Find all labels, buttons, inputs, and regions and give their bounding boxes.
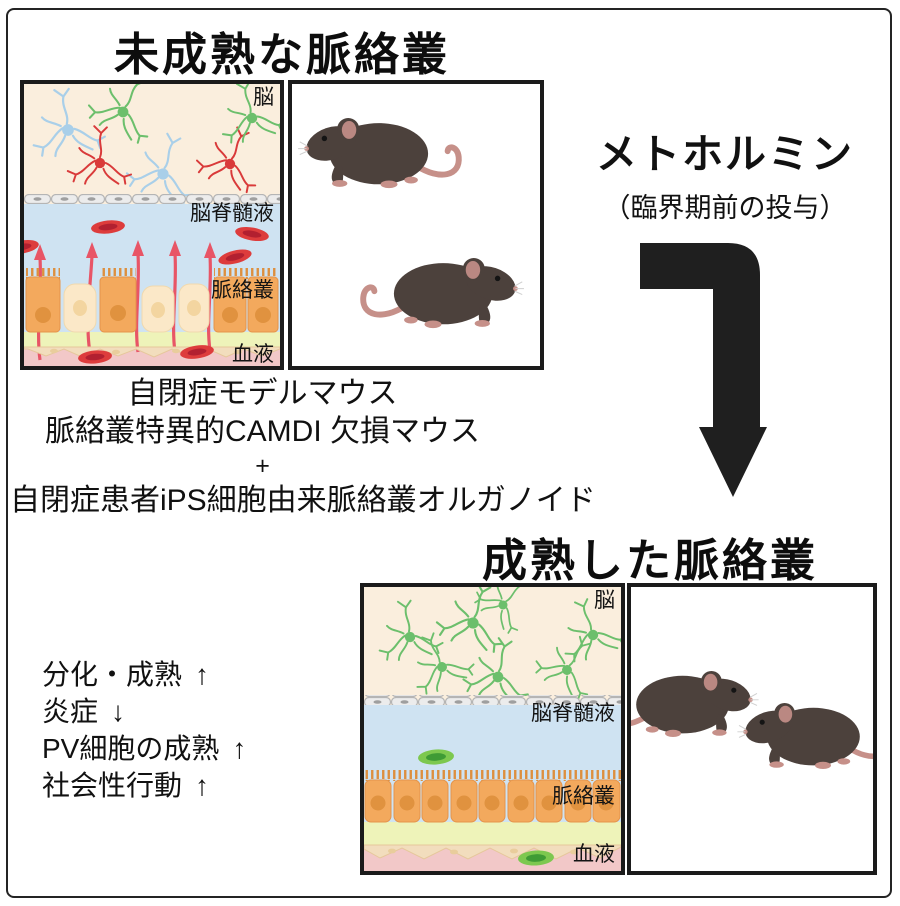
outcome-label: 社会性行動 [42,770,183,801]
mature-layers-illustration: 脳 脳脊髄液 脈絡叢 血液 [364,587,621,871]
model-description: 自閉症モデルマウス 脈絡叢特異的CAMDI 欠損マウス + 自閉症患者iPS細胞… [10,375,596,520]
metformin-subtitle: （臨界期前の投与） [603,193,847,223]
outcome-label: 炎症 [42,696,99,727]
up-arrow-icon: ↑ [195,659,210,690]
mouse-illustration [737,703,873,769]
stromal-nuclei [388,848,578,855]
outer-frame [6,8,892,898]
plexus-label: 脈絡叢 [552,785,615,808]
model-line-3: 自閉症患者iPS細胞由来脈絡叢オルガノイド [10,484,596,517]
mouse-illustration [298,118,459,188]
treatment-arrow [640,243,767,497]
mouse-illustration [631,671,759,737]
ependymal-cells [24,194,280,204]
microvilli [26,268,60,279]
outcome-social-behavior: 社会性行動 ↑ [42,767,246,804]
blood-label: 血液 [232,343,274,366]
metformin-block: メトホルミン （臨界期前の投与） [550,120,900,225]
outcome-inflammation: 炎症 ↓ [42,693,246,730]
ependymal-cells [364,695,621,705]
leakage-arrowheads [34,240,216,260]
mature-mice-panel [627,583,877,875]
mice-apart-illustration [292,84,540,366]
mature-title: 成熟した脈絡叢 [481,535,818,586]
plexus-cells [25,276,279,333]
outcome-label: PV細胞の成熟 [42,733,220,764]
plexus-cells [364,779,621,823]
mice-facing-illustration [631,587,873,871]
outcomes-list: 分化・成熟 ↑ 炎症 ↓ PV細胞の成熟 ↑ 社会性行動 ↑ [42,656,246,804]
brain-label: 脳 [594,589,615,612]
metformin-title: メトホルミン [596,131,854,177]
up-arrow-icon: ↑ [232,733,247,764]
mature-layers-panel: 脳 脳脊髄液 脈絡叢 血液 [360,583,625,875]
blood-label: 血液 [573,843,615,866]
stromal-nuclei [50,348,242,355]
up-arrow-icon: ↑ [195,770,210,801]
immature-title: 未成熟な脈絡叢 [113,29,450,80]
down-arrow-icon: ↓ [111,696,126,727]
model-line-1: 自閉症モデルマウス [127,377,398,410]
stromal-cells [24,346,280,358]
brain-label: 脳 [253,86,274,109]
outcome-differentiation: 分化・成熟 ↑ [42,656,246,693]
plus-sign: + [255,452,270,480]
csf-label: 脳脊髄液 [531,702,615,725]
mouse-illustration [363,258,524,328]
immature-layers-panel: 脳 脳脊髄液 脈絡叢 血液 [20,80,284,370]
csf-label: 脳脊髄液 [190,202,274,225]
immature-mice-panel [288,80,544,370]
plexus-label: 脈絡叢 [211,279,274,302]
microvilli [214,268,278,279]
microvilli [100,268,136,279]
microvilli [364,770,621,781]
immature-layers-illustration: 脳 脳脊髄液 脈絡叢 血液 [24,84,280,366]
model-line-2: 脈絡叢特異的CAMDI 欠損マウス [45,415,480,448]
outcome-pv-maturation: PV細胞の成熟 ↑ [42,730,246,767]
stroma-layer [364,822,621,845]
outcome-label: 分化・成熟 [42,659,183,690]
